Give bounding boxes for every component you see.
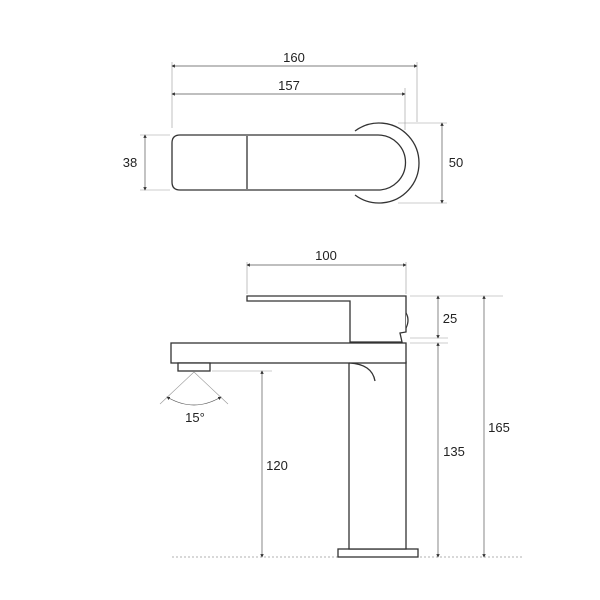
label-spray-angle: 15° bbox=[185, 410, 205, 425]
spray-angle-arc bbox=[166, 396, 222, 406]
base-plate bbox=[337, 548, 419, 558]
label-overall-length: 160 bbox=[283, 50, 305, 65]
label-total-height: 165 bbox=[488, 420, 510, 435]
spout bbox=[170, 342, 407, 364]
label-lever-length: 100 bbox=[315, 248, 337, 263]
label-handle-width: 38 bbox=[123, 155, 137, 170]
label-outlet-clearance: 120 bbox=[266, 458, 288, 473]
aerator bbox=[177, 362, 211, 372]
handle-outline bbox=[171, 134, 407, 191]
lever-handle bbox=[246, 295, 407, 343]
faucet-body bbox=[348, 361, 407, 550]
top-view: 160 157 38 50 bbox=[123, 50, 463, 204]
side-view: 100 25 135 165 120 15° bbox=[159, 248, 522, 558]
label-spout-height: 135 bbox=[443, 444, 465, 459]
label-base-diameter: 50 bbox=[449, 155, 463, 170]
label-lever-height: 25 bbox=[443, 311, 457, 326]
label-handle-length: 157 bbox=[278, 78, 300, 93]
